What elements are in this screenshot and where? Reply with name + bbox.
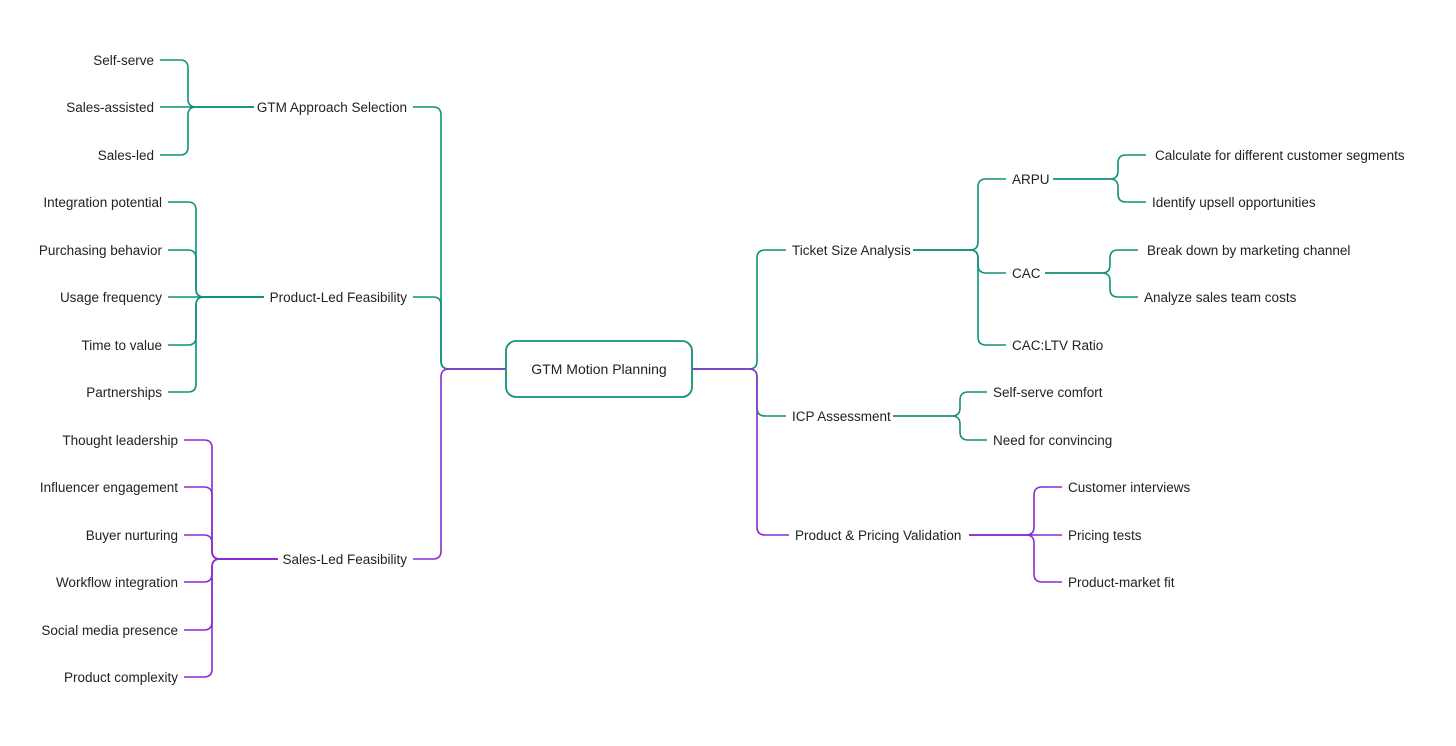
leaf-self-serve[interactable]: Self-serve [93,53,154,68]
connector-root-right-2 [692,368,789,536]
leaf-self-serve-comfort[interactable]: Self-serve comfort [993,385,1103,400]
connector-gtm-approach-2 [160,106,254,156]
leaf-customer-interviews[interactable]: Customer interviews [1068,480,1191,495]
connector-pricing-validation-0 [969,486,1062,536]
connector-lines [160,59,1146,678]
leaf-calculate-customer-segments[interactable]: Calculate for different customer segment… [1155,148,1405,163]
node-arpu[interactable]: ARPU [1012,172,1050,187]
branch-product-led-feasibility[interactable]: Product-Led Feasibility [270,290,408,305]
connector-cac-0 [1045,249,1138,274]
connector-root-right-0 [692,249,786,370]
leaf-purchasing-behavior[interactable]: Purchasing behavior [39,243,163,258]
connector-root-right-1 [692,368,786,417]
connector-icp-0 [893,391,987,417]
connector-root-left-1 [413,296,506,370]
branch-icp-assessment[interactable]: ICP Assessment [792,409,891,424]
connector-cac-1 [1045,272,1138,298]
branch-ticket-size-analysis[interactable]: Ticket Size Analysis [792,243,911,258]
connector-product-led-4 [168,296,264,393]
connector-sales-led-1 [184,486,278,560]
root-node-label: GTM Motion Planning [531,361,666,377]
leaf-product-complexity[interactable]: Product complexity [64,670,178,685]
leaf-workflow-integration[interactable]: Workflow integration [56,575,178,590]
connector-sales-led-5 [184,558,278,678]
root-node-box[interactable] [505,340,693,398]
leaf-influencer-engagement[interactable]: Influencer engagement [40,480,178,495]
leaf-pricing-tests[interactable]: Pricing tests [1068,528,1142,543]
connector-sales-led-4 [184,558,278,631]
leaf-thought-leadership[interactable]: Thought leadership [62,433,178,448]
leaf-partnerships[interactable]: Partnerships [86,385,162,400]
connector-sales-led-0 [184,439,278,560]
leaf-need-for-convincing[interactable]: Need for convincing [993,433,1112,448]
connector-sales-led-2 [184,534,278,560]
leaf-buyer-nurturing[interactable]: Buyer nurturing [86,528,178,543]
connector-product-led-1 [168,249,264,298]
node-cac[interactable]: CAC [1012,266,1041,281]
connector-arpu-0 [1053,154,1146,180]
connector-ticket-size-0 [913,178,1006,251]
connector-product-led-3 [168,296,264,346]
branch-product-pricing-validation[interactable]: Product & Pricing Validation [795,528,961,543]
node-cac-ltv-ratio[interactable]: CAC:LTV Ratio [1012,338,1103,353]
connector-root-left-2 [413,368,506,560]
branch-gtm-approach-selection[interactable]: GTM Approach Selection [257,100,407,115]
leaf-sales-assisted[interactable]: Sales-assisted [66,100,154,115]
branch-sales-led-feasibility[interactable]: Sales-Led Feasibility [282,552,407,567]
leaf-product-market-fit[interactable]: Product-market fit [1068,575,1175,590]
leaf-identify-upsell[interactable]: Identify upsell opportunities [1152,195,1316,210]
connector-pricing-validation-2 [969,534,1062,583]
leaf-sales-led[interactable]: Sales-led [98,148,154,163]
leaf-integration-potential[interactable]: Integration potential [43,195,162,210]
connector-ticket-size-1 [913,249,1006,274]
leaf-social-media-presence[interactable]: Social media presence [41,623,178,638]
connector-icp-1 [893,415,987,441]
leaf-usage-frequency[interactable]: Usage frequency [60,290,162,305]
connector-root-left-0 [413,106,506,370]
connector-sales-led-3 [184,558,278,583]
connector-gtm-approach-0 [160,59,254,108]
leaf-time-to-value[interactable]: Time to value [81,338,162,353]
leaf-analyze-sales-team-costs[interactable]: Analyze sales team costs [1144,290,1297,305]
leaf-break-down-marketing-channel[interactable]: Break down by marketing channel [1147,243,1350,258]
connector-arpu-1 [1053,178,1146,203]
connector-ticket-size-2 [913,249,1006,346]
